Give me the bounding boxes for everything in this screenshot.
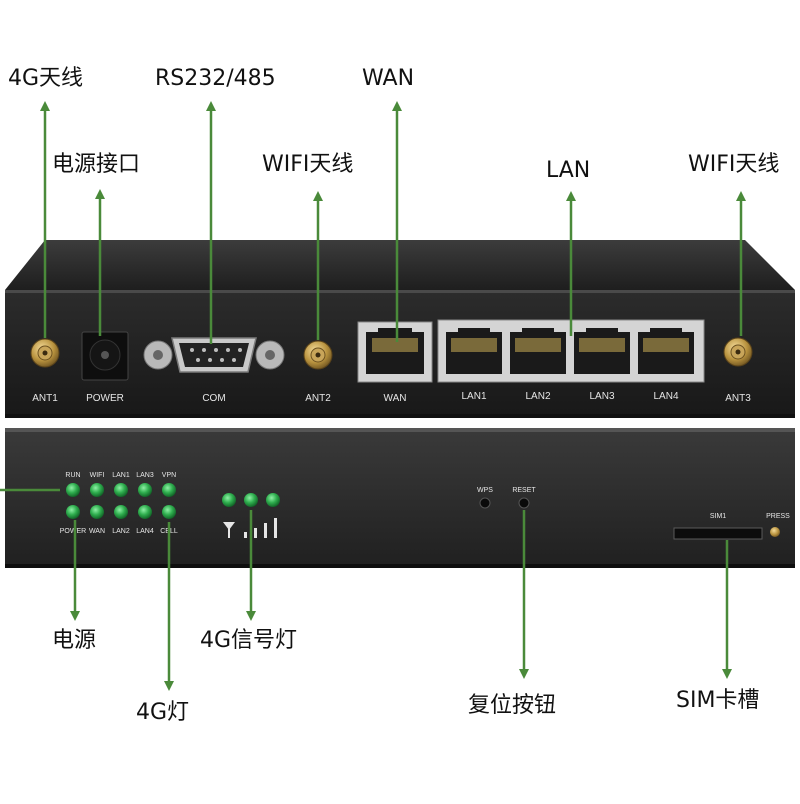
callout-power-led: 电源 xyxy=(52,628,97,653)
callout-wifi-antenna-left: WIFI天线 xyxy=(262,152,354,177)
signal-led-group xyxy=(222,493,280,538)
wps-button[interactable] xyxy=(479,497,491,509)
led-label-wan: WAN xyxy=(89,528,105,535)
callout-wifi-antenna-right: WIFI天线 xyxy=(688,152,780,177)
led-power xyxy=(66,505,80,519)
lan3-label: LAN3 xyxy=(589,391,614,402)
led-label-lan4: LAN4 xyxy=(136,528,154,535)
front-panel xyxy=(5,428,795,568)
callout-sim-slot: SIM卡槽 xyxy=(676,688,760,713)
com-label: COM xyxy=(202,393,225,404)
ant1-label: ANT1 xyxy=(32,393,58,404)
led-wifi xyxy=(90,483,104,497)
led-lan1 xyxy=(114,483,128,497)
signal-led-3 xyxy=(266,493,280,507)
lan1-label: LAN1 xyxy=(461,391,486,402)
sim1-label: SIM1 xyxy=(710,513,726,520)
led-label-power: POWER xyxy=(60,528,86,535)
lan1-port xyxy=(446,328,502,374)
led-label-run: RUN xyxy=(65,472,80,479)
front-unit: RUN WIFI LAN1 LAN3 VPN POWER WAN LAN2 LA… xyxy=(5,428,795,568)
led-vpn xyxy=(162,483,176,497)
callout-power-jack: 电源接口 xyxy=(52,152,141,177)
led-run xyxy=(66,483,80,497)
callout-4g-signal-led: 4G信号灯 xyxy=(200,628,298,653)
reset-label: RESET xyxy=(512,487,536,494)
callout-lan: LAN xyxy=(546,158,591,183)
lan-port-block xyxy=(437,319,705,383)
power-label: POWER xyxy=(86,393,124,404)
ant3-connector xyxy=(723,337,753,367)
led-label-lan1: LAN1 xyxy=(112,472,130,479)
com-db9-port xyxy=(143,337,285,373)
led-wan xyxy=(90,505,104,519)
ant2-label: ANT2 xyxy=(305,393,331,404)
led-label-wifi: WIFI xyxy=(90,472,105,479)
callout-rs232-485: RS232/485 xyxy=(155,66,276,91)
lan3-port xyxy=(574,328,630,374)
sim-slot[interactable] xyxy=(673,527,763,540)
lan4-label: LAN4 xyxy=(653,391,678,402)
status-led-grid: RUN WIFI LAN1 LAN3 VPN POWER WAN LAN2 LA… xyxy=(60,472,178,535)
led-lan2 xyxy=(114,505,128,519)
wan-port-label: WAN xyxy=(384,393,407,404)
signal-bars-icon xyxy=(223,518,277,538)
led-lan4 xyxy=(138,505,152,519)
press-label: PRESS xyxy=(766,513,790,520)
rear-unit: ANT1 POWER COM ANT2 WAN LAN1 LAN2 LAN3 L… xyxy=(5,240,795,418)
lan4-port xyxy=(638,328,694,374)
led-label-lan2: LAN2 xyxy=(112,528,130,535)
led-cell xyxy=(162,505,176,519)
callout-reset-button: 复位按钮 xyxy=(468,693,557,718)
ant3-label: ANT3 xyxy=(725,393,751,404)
wan-port xyxy=(357,321,433,383)
power-jack xyxy=(81,331,129,381)
lan2-label: LAN2 xyxy=(525,391,550,402)
led-lan3 xyxy=(138,483,152,497)
callout-wan: WAN xyxy=(362,66,415,91)
led-label-lan3: LAN3 xyxy=(136,472,154,479)
reset-button[interactable] xyxy=(518,497,530,509)
lan2-port xyxy=(510,328,566,374)
callout-4g-led: 4G灯 xyxy=(136,700,190,725)
signal-led-1 xyxy=(222,493,236,507)
led-label-vpn: VPN xyxy=(162,472,176,479)
callout-arrows xyxy=(0,101,746,691)
top-lid xyxy=(5,240,795,290)
callout-4g-antenna: 4G天线 xyxy=(8,66,84,91)
sim-eject-button[interactable] xyxy=(770,527,780,537)
ant1-connector xyxy=(30,338,60,368)
wps-label: WPS xyxy=(477,487,493,494)
ant2-connector xyxy=(303,340,333,370)
signal-led-2 xyxy=(244,493,258,507)
